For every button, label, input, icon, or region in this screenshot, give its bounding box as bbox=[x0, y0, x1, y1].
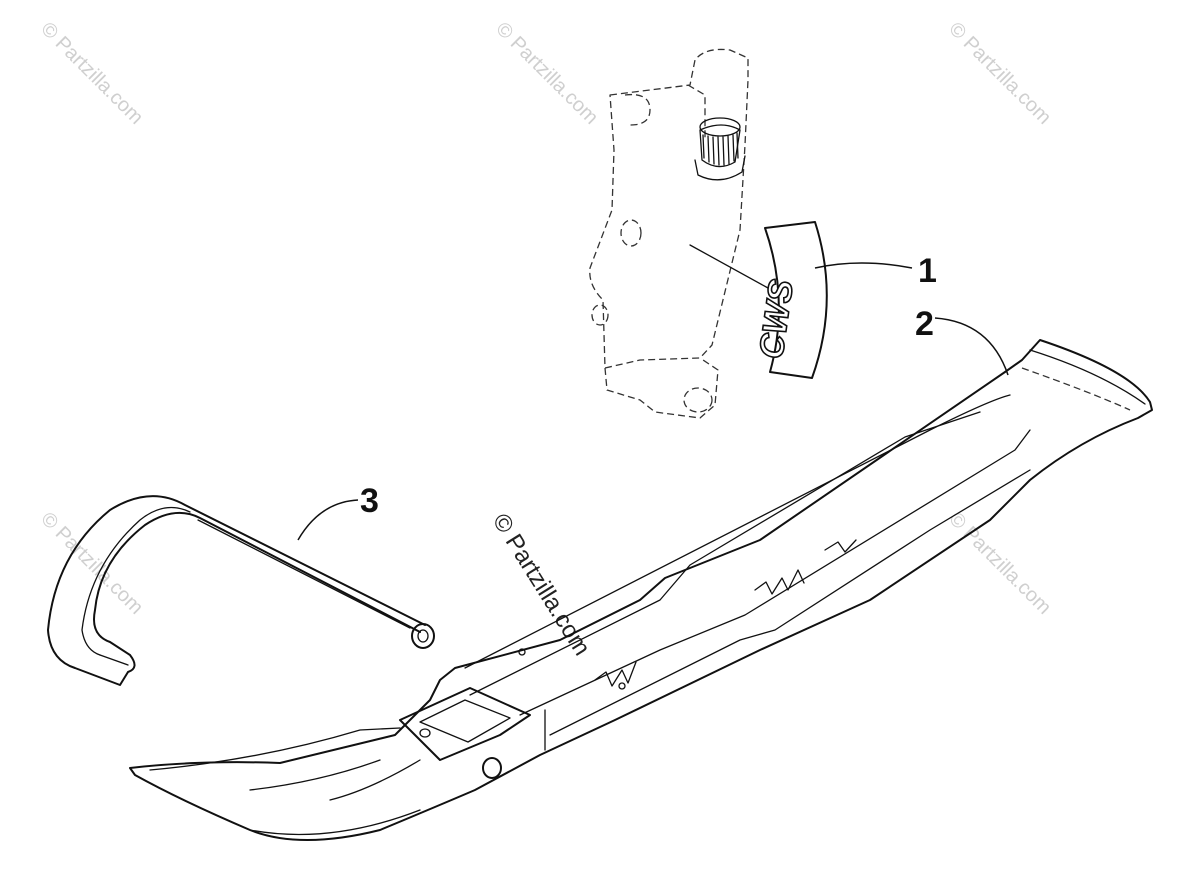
leader-2 bbox=[934, 317, 1009, 376]
leader-1 bbox=[814, 262, 913, 269]
callout-1: 1 bbox=[918, 252, 937, 290]
watermark-top-center: © Partzilla.com bbox=[491, 18, 602, 129]
watermark-top-left: © Partzilla.com bbox=[36, 18, 147, 129]
spindle-reference bbox=[589, 48, 749, 419]
callout-3: 3 bbox=[360, 482, 379, 520]
callout-2: 2 bbox=[915, 305, 934, 343]
watermark-mid-right: © Partzilla.com bbox=[944, 508, 1055, 619]
watermarks: © Partzilla.com © Partzilla.com © Partzi… bbox=[36, 18, 1055, 660]
ski-part-2 bbox=[129, 339, 1153, 841]
leader-3 bbox=[297, 499, 359, 541]
handle-part-3 bbox=[47, 495, 435, 686]
decal-part-1: CWS bbox=[689, 221, 828, 379]
watermark-top-right: © Partzilla.com bbox=[944, 18, 1055, 129]
leader-lines bbox=[297, 262, 1009, 541]
knurl-lines bbox=[702, 132, 739, 166]
callouts: 1 2 3 bbox=[360, 252, 937, 520]
decal-logo: CWS bbox=[752, 277, 801, 361]
watermark-center: © Partzilla.com bbox=[487, 509, 596, 660]
